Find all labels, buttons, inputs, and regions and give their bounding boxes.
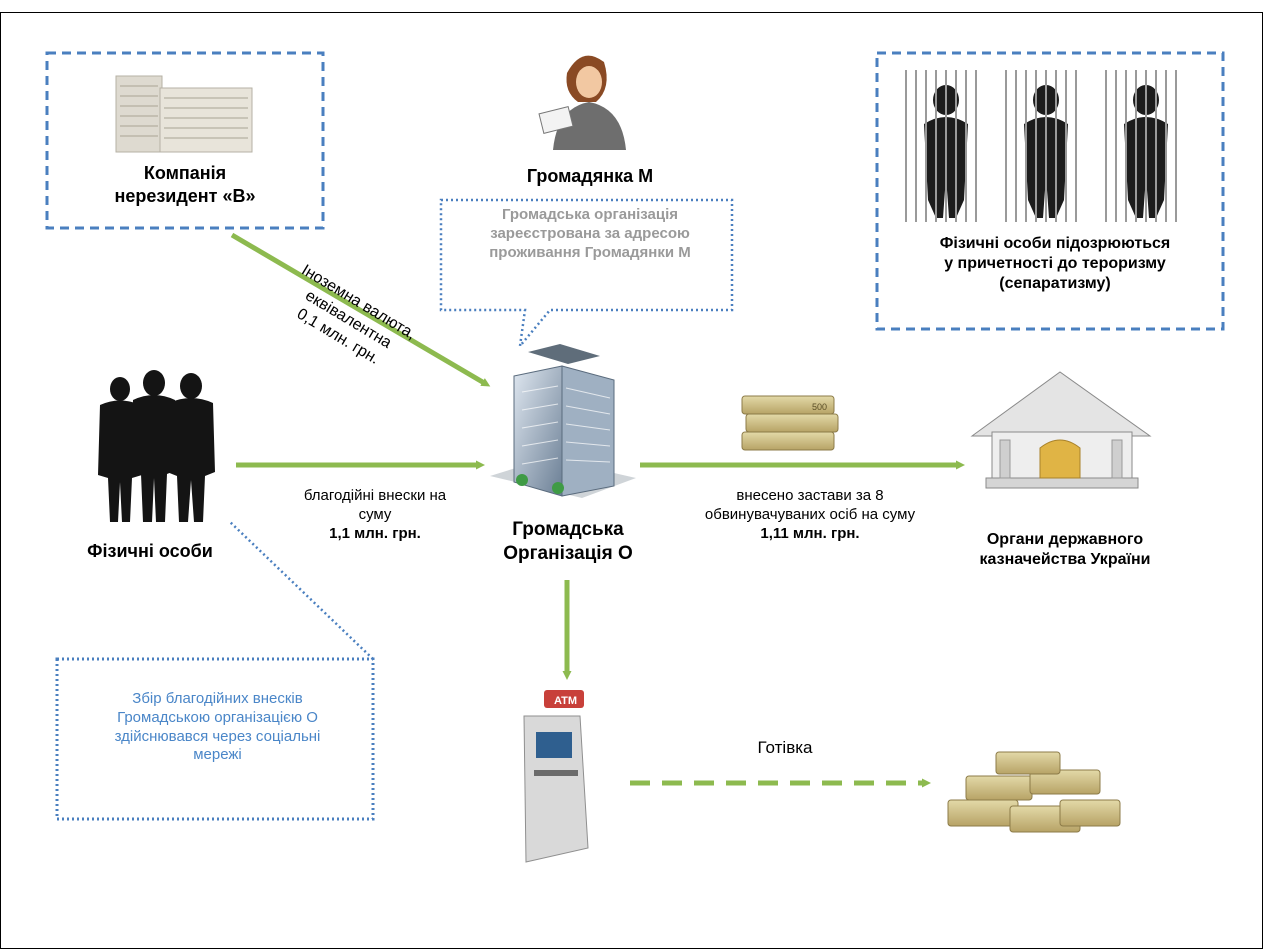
organization-building-icon	[490, 344, 636, 498]
registration-callout-bubble	[439, 198, 734, 351]
cash-pile-icon	[947, 751, 1121, 833]
company-label: Компанія нерезидент «В»	[114, 163, 256, 206]
woman-icon	[538, 55, 626, 150]
donations-text: благодійні внески на суму	[303, 487, 447, 523]
treasury-label: Органи державного казначейства України	[979, 531, 1151, 568]
bank-building-icon	[970, 371, 1152, 489]
cash-label: Готівка	[757, 738, 813, 757]
organization-label: Громадська Організація О	[503, 519, 633, 564]
banknote-label: 500	[812, 402, 827, 412]
company-building-icon	[115, 75, 253, 153]
citizen-label: Громадянка М	[526, 166, 654, 186]
prisoners-icon	[905, 70, 1177, 222]
suspects-label: Фізичні особи підозрюються у причетності…	[939, 235, 1171, 292]
fundraising-callout: Збір благодійних внесків Громадською орг…	[114, 690, 321, 764]
donations-label: благодійні внески на суму 1,1 млн. грн.	[290, 487, 460, 543]
bail-text: внесено застави за 8 обвинувачуваних осі…	[704, 487, 916, 523]
fundraising-box	[55, 657, 375, 821]
money-stack-icon: 500	[741, 395, 839, 451]
arrow-company-to-org	[230, 232, 491, 387]
registration-callout: Громадська організація зареєстрована за …	[489, 206, 691, 261]
atm-icon: ATM	[523, 690, 589, 863]
bail-label: внесено застави за 8 обвинувачуваних осі…	[690, 487, 930, 543]
donations-amount: 1,1 млн. грн.	[329, 524, 421, 542]
fundraising-pointer	[228, 520, 374, 660]
suspects-box	[875, 51, 1225, 331]
diagram-frame	[0, 12, 1263, 949]
company-box	[45, 51, 325, 230]
individuals-label: Фізичні особи	[87, 541, 213, 561]
individuals-icon	[98, 370, 215, 522]
atm-sign-label: ATM	[554, 695, 577, 707]
bail-amount: 1,11 млн. грн.	[760, 524, 860, 542]
